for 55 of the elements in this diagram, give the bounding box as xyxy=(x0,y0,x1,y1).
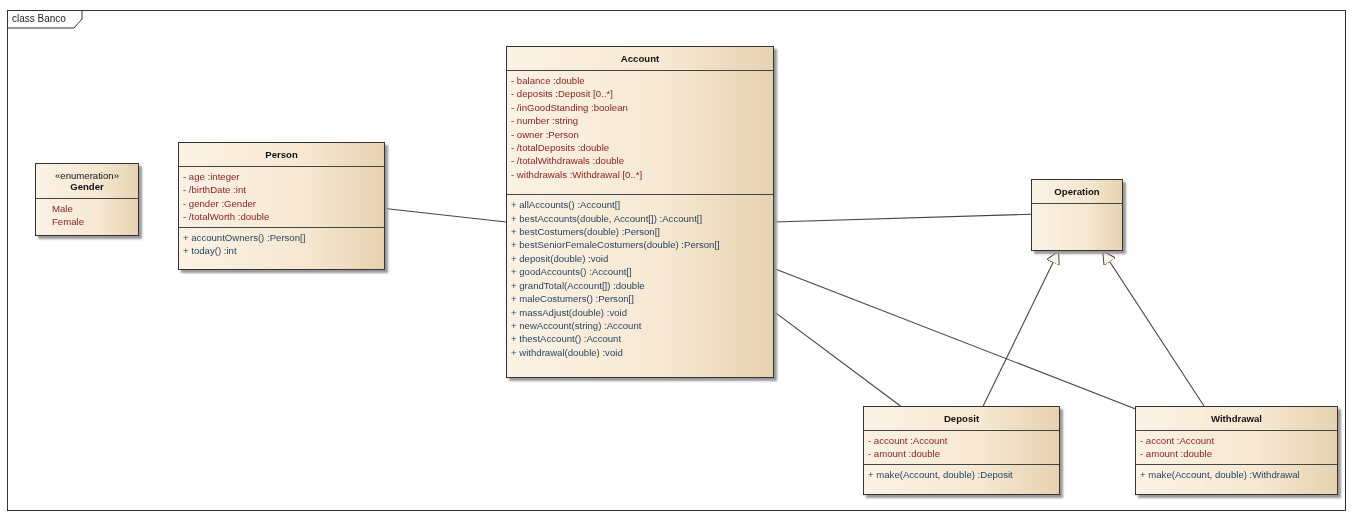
attribute-text: - number :string xyxy=(511,114,580,128)
operation-text: + bestAccounts(double, Account[]) :Account[] xyxy=(511,211,704,226)
operation-text: + grandTotal(Account[]) :double xyxy=(511,278,646,293)
operation-text: + make(Account, double) :Withdrawal xyxy=(1140,467,1301,482)
attribute-text: - /inGoodStanding :boolean xyxy=(511,100,629,115)
operation-text: + massAdjust(double) :void xyxy=(511,305,628,319)
attribute-text: - deposits :Deposit [0..*] xyxy=(511,87,614,101)
association-line xyxy=(773,311,901,407)
class-name: Account xyxy=(619,53,661,64)
frame-label: class Banco xyxy=(12,13,66,24)
operation-text: + newAccount(string) :Account xyxy=(511,318,643,333)
association-line xyxy=(773,213,1032,223)
class-name: Operation xyxy=(1053,186,1101,197)
class-name: Gender xyxy=(69,181,105,192)
operation-text: + make(Account, double) :Deposit xyxy=(868,467,1014,482)
operation-text: + deposit(double) :void xyxy=(511,251,610,266)
attribute-text: - amount :double xyxy=(868,447,941,461)
operation-text: + accountOwners() :Person[] xyxy=(183,230,307,245)
operation-text: + maleCostumers() :Person[] xyxy=(511,292,635,306)
class-box xyxy=(1135,406,1338,495)
attribute-text: - /totalDeposits :double xyxy=(511,141,611,155)
operation-text: + bestSeniorFemaleCostumers(double) :Person[] xyxy=(511,238,721,252)
attribute-text: - amount :double xyxy=(1140,447,1213,461)
attribute-text: - /totalWorth :double xyxy=(183,210,271,224)
class-name: Withdrawal xyxy=(1209,413,1264,424)
attribute-text: - gender :Gender xyxy=(183,196,258,211)
operation-text: + thestAccount() :Account xyxy=(511,332,623,346)
attribute-text: - balance :double xyxy=(511,74,586,88)
class-box xyxy=(506,46,774,378)
class-name: Person xyxy=(264,149,299,160)
operation-text: + today() :int xyxy=(183,244,238,258)
operation-text: + goodAccounts() :Account[] xyxy=(511,265,633,279)
class-box xyxy=(35,163,139,236)
generalization-arrow xyxy=(1102,250,1205,407)
attribute-text: - age :integer xyxy=(183,170,241,184)
attribute-text: - accont :Account xyxy=(1140,434,1216,448)
association-line xyxy=(773,267,1136,410)
operation-text: + bestCostumers(double) :Person[] xyxy=(511,225,662,239)
generalization-arrow xyxy=(982,250,1060,407)
class-box xyxy=(1031,179,1123,251)
enum-literal: Female xyxy=(51,215,85,229)
attribute-text: - account :Account xyxy=(868,434,949,448)
class-name: Deposit xyxy=(942,413,981,424)
diagram-frame xyxy=(7,10,1346,511)
operation-text: + withdrawal(double) :void xyxy=(511,345,624,360)
class-box xyxy=(863,406,1060,495)
attribute-text: - withdrawals :Withdrawal [0..*] xyxy=(511,167,644,182)
class-box xyxy=(178,142,385,270)
association-line xyxy=(384,208,507,223)
stereotype-label: «enumeration» xyxy=(54,170,120,181)
attribute-text: - /birthDate :int xyxy=(183,183,247,197)
operation-text: + allAccounts() :Account[] xyxy=(511,198,622,212)
attribute-text: - owner :Person xyxy=(511,127,580,142)
attribute-text: - /totalWithdrawals :double xyxy=(511,154,626,168)
enum-literal: Male xyxy=(51,202,74,216)
